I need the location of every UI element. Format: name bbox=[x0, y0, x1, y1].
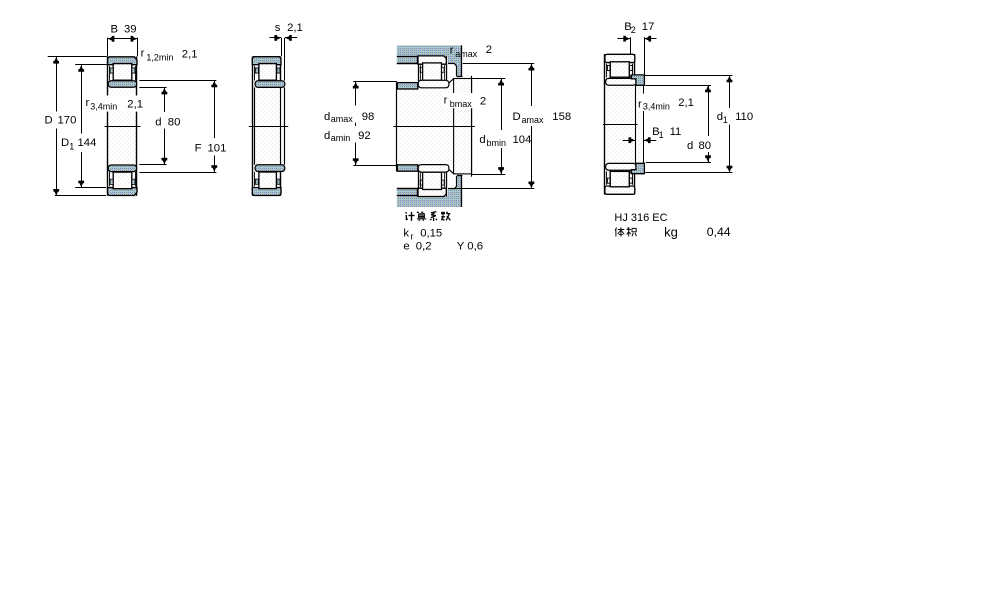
svg-text:2: 2 bbox=[486, 44, 492, 56]
svg-text:bmin: bmin bbox=[487, 138, 507, 148]
svg-text:11: 11 bbox=[670, 126, 682, 138]
svg-text:r: r bbox=[141, 47, 145, 59]
svg-text:110: 110 bbox=[735, 111, 753, 123]
svg-text:1: 1 bbox=[723, 115, 728, 125]
svg-text:158: 158 bbox=[552, 111, 571, 123]
svg-text:r: r bbox=[450, 45, 454, 57]
svg-text:39: 39 bbox=[124, 23, 137, 35]
svg-text:17: 17 bbox=[642, 21, 655, 33]
svg-text:d: d bbox=[324, 130, 330, 142]
svg-text:k: k bbox=[403, 227, 409, 239]
svg-text:1: 1 bbox=[69, 141, 74, 151]
svg-text:r: r bbox=[444, 94, 448, 106]
svg-text:kg: kg bbox=[664, 224, 678, 239]
svg-text:1,2min: 1,2min bbox=[146, 52, 173, 62]
svg-text:F: F bbox=[195, 142, 202, 154]
svg-text:amax: amax bbox=[455, 49, 478, 59]
svg-text:r: r bbox=[86, 97, 90, 109]
svg-text:2,1: 2,1 bbox=[678, 97, 694, 109]
svg-text:d: d bbox=[717, 111, 723, 123]
svg-text:D: D bbox=[513, 111, 521, 123]
svg-text:HJ 316 EC: HJ 316 EC bbox=[614, 212, 667, 224]
svg-text:104: 104 bbox=[513, 134, 532, 146]
svg-text:amax: amax bbox=[522, 115, 545, 125]
svg-text:B: B bbox=[652, 126, 660, 138]
svg-text:2,1: 2,1 bbox=[287, 22, 303, 34]
svg-text:r: r bbox=[638, 98, 642, 110]
svg-text:92: 92 bbox=[358, 130, 371, 142]
svg-text:0,2: 0,2 bbox=[416, 241, 432, 253]
svg-text:amax: amax bbox=[331, 114, 354, 124]
svg-text:2: 2 bbox=[631, 25, 636, 35]
svg-text:0,44: 0,44 bbox=[707, 225, 731, 239]
svg-text:144: 144 bbox=[78, 137, 97, 149]
svg-text:98: 98 bbox=[362, 111, 375, 123]
svg-text:1: 1 bbox=[659, 130, 664, 140]
svg-text:d: d bbox=[479, 134, 485, 146]
svg-text:3,4min: 3,4min bbox=[643, 102, 670, 112]
svg-text:B: B bbox=[111, 23, 119, 35]
svg-text:r: r bbox=[410, 231, 413, 241]
svg-text:d: d bbox=[324, 111, 330, 123]
svg-text:3,4min: 3,4min bbox=[90, 102, 117, 112]
svg-text:s: s bbox=[275, 22, 281, 34]
svg-text:2: 2 bbox=[480, 96, 486, 108]
svg-text:B: B bbox=[624, 21, 632, 33]
svg-text:2,1: 2,1 bbox=[127, 98, 143, 110]
svg-text:80: 80 bbox=[168, 116, 181, 128]
svg-text:e: e bbox=[403, 241, 409, 253]
svg-text:2,1: 2,1 bbox=[182, 48, 198, 60]
svg-text:D: D bbox=[45, 114, 53, 126]
svg-text:0,6: 0,6 bbox=[467, 241, 483, 253]
svg-text:170: 170 bbox=[58, 114, 77, 126]
svg-text:80: 80 bbox=[699, 140, 712, 152]
svg-text:0,15: 0,15 bbox=[420, 227, 442, 239]
svg-text:d: d bbox=[155, 116, 161, 128]
svg-text:D: D bbox=[61, 137, 69, 149]
svg-text:d: d bbox=[687, 140, 693, 152]
svg-text:Y: Y bbox=[457, 241, 465, 253]
svg-text:101: 101 bbox=[208, 142, 227, 154]
svg-text:bmax: bmax bbox=[450, 99, 473, 109]
svg-text:amin: amin bbox=[331, 133, 351, 143]
